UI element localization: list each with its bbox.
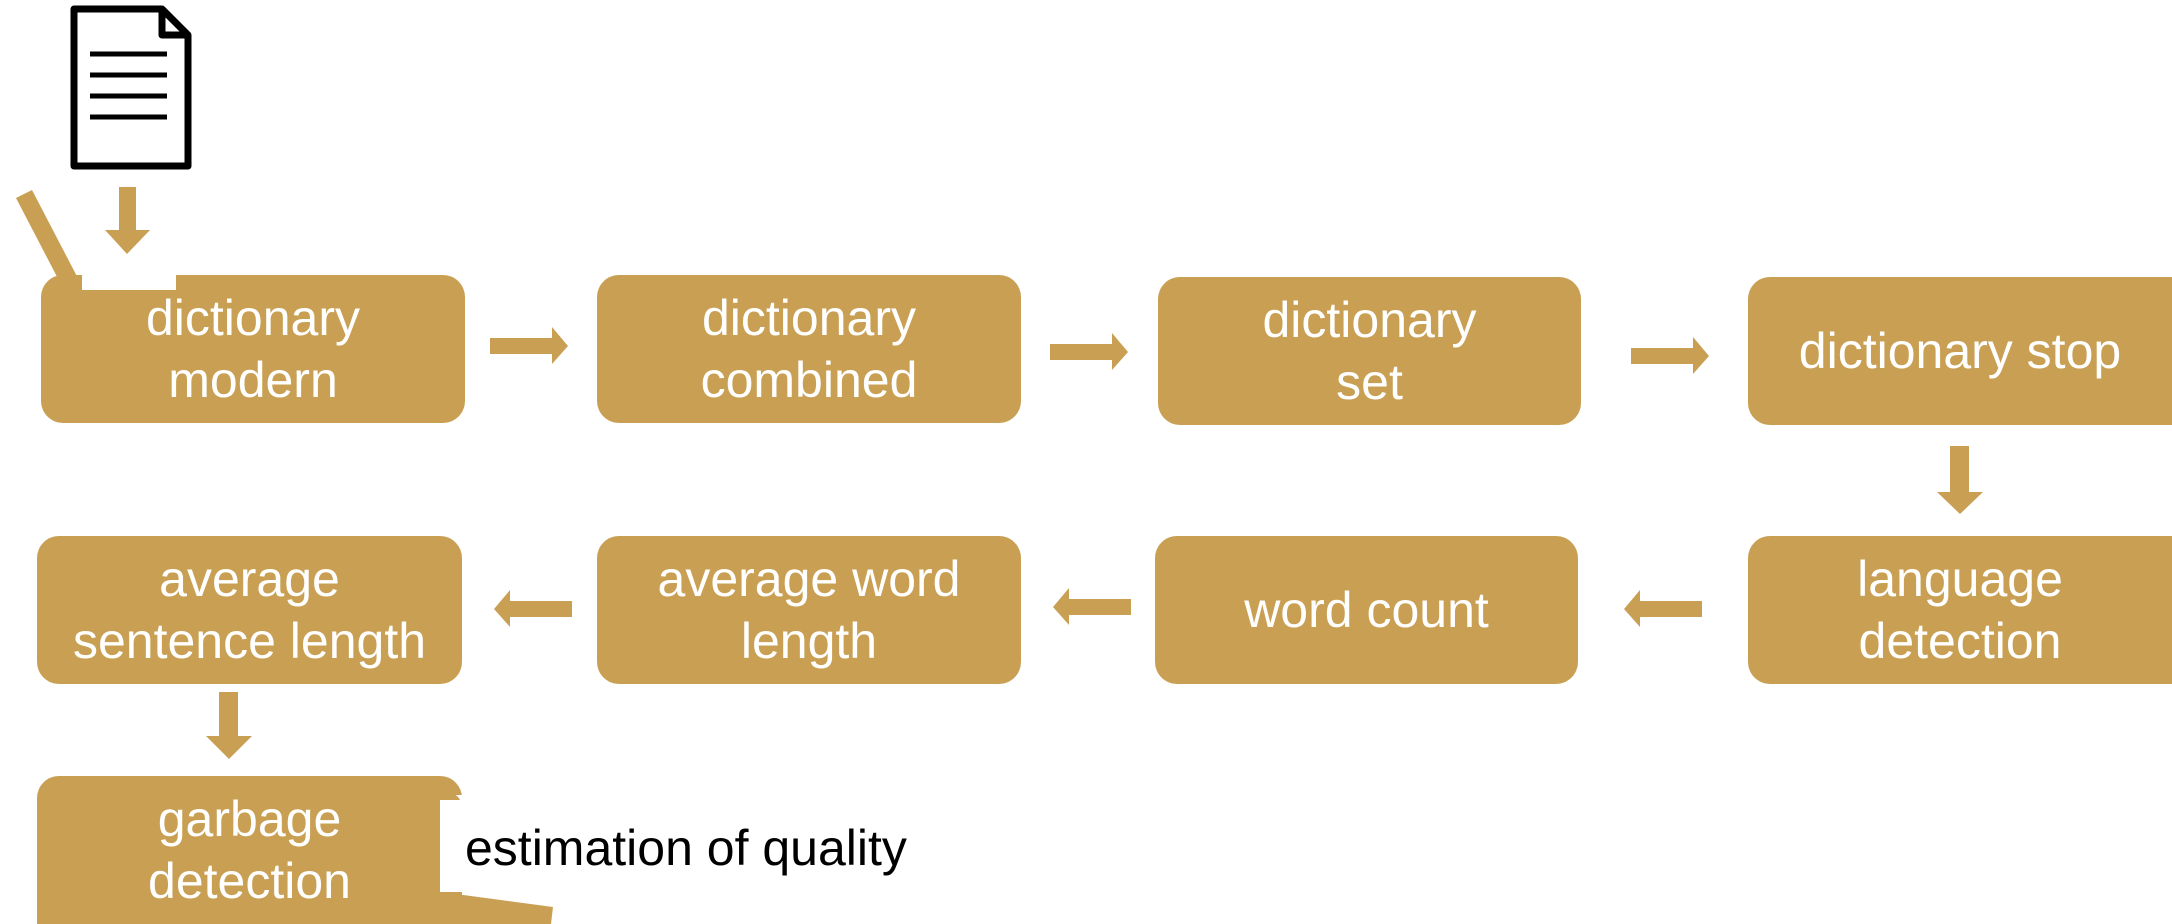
arrow-right-3 bbox=[1631, 337, 1709, 374]
step-language-detection: language detection bbox=[1748, 536, 2172, 684]
step-label: average word length bbox=[657, 551, 961, 669]
arrow-right-2 bbox=[1050, 333, 1128, 370]
step-dictionary-stop: dictionary stop bbox=[1748, 277, 2172, 425]
arrow-down-right-column bbox=[1937, 446, 1983, 514]
arrow-down-input bbox=[105, 187, 150, 254]
step-label: dictionary set bbox=[1262, 292, 1477, 410]
step-dictionary-combined: dictionary combined bbox=[597, 275, 1021, 423]
step-average-word-length: average word length bbox=[597, 536, 1021, 684]
arrow-down-left-column bbox=[206, 692, 252, 759]
step-dictionary-modern: dictionary modern bbox=[41, 275, 465, 423]
step-word-count: word count bbox=[1155, 536, 1578, 684]
step-label: dictionary combined bbox=[700, 290, 918, 408]
arrow-left-3 bbox=[494, 590, 572, 627]
arrow-left-1 bbox=[1624, 590, 1702, 627]
step-label: word count bbox=[1244, 582, 1489, 638]
step-label: average sentence length bbox=[72, 551, 427, 669]
step-label: language detection bbox=[1857, 551, 2063, 669]
step-label: garbage detection bbox=[148, 791, 351, 909]
step-garbage-detection: garbage detection bbox=[37, 776, 462, 924]
arrow-right-1 bbox=[490, 327, 568, 364]
arrow-left-2 bbox=[1053, 588, 1131, 625]
step-dictionary-set: dictionary set bbox=[1158, 277, 1581, 425]
quality-annotation: estimation of quality bbox=[465, 820, 907, 876]
step-label: dictionary stop bbox=[1798, 323, 2122, 379]
step-average-sentence-length: average sentence length bbox=[37, 536, 462, 684]
step-label: dictionary modern bbox=[146, 290, 360, 408]
document-icon bbox=[70, 5, 192, 170]
